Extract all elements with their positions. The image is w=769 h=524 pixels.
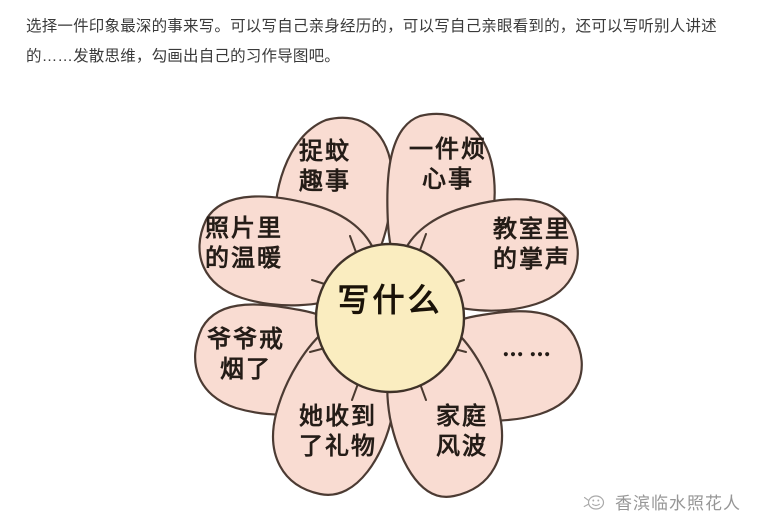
center-circle — [314, 242, 466, 394]
flower-svg — [194, 112, 583, 498]
watermark: 香滨临水照花人 — [583, 489, 741, 514]
watermark-text: 香滨临水照花人 — [615, 494, 741, 514]
prompt-paragraph: 选择一件印象最深的事来写。可以写自己亲身经历的，可以写自己亲眼看到的，还可以写听… — [26, 18, 717, 65]
smiley-face-icon — [583, 494, 605, 510]
mindmap-flower-diagram: 捉蚊 趣事 一件烦 心事 照片里 的温暖 教室里 的掌声 爷爷戒 烟了 …… 她… — [168, 96, 608, 516]
